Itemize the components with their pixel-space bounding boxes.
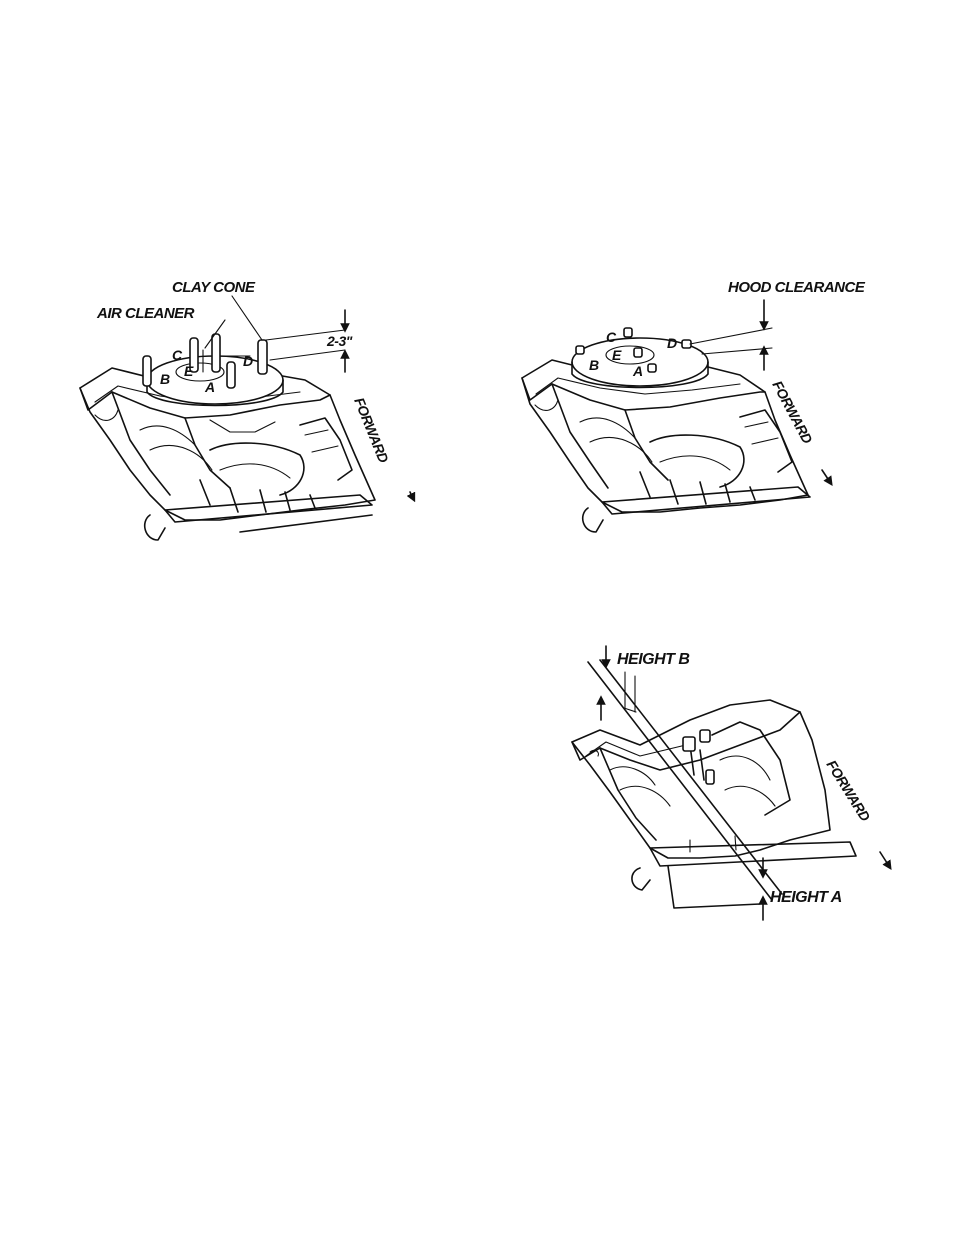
air-cleaner-2 <box>571 337 709 389</box>
engine-block-1 <box>79 364 376 541</box>
label-d-2: D <box>667 335 677 351</box>
clay-cones-1 <box>142 333 268 389</box>
air-cleaner-leader <box>204 319 226 349</box>
label-d-1: D <box>243 353 253 369</box>
rod-b <box>624 671 636 713</box>
height-b-label: HEIGHT B <box>617 651 689 668</box>
height-a-label: HEIGHT A <box>770 889 842 906</box>
label-a-1: A <box>204 379 215 395</box>
engine-block-3 <box>571 699 857 909</box>
forward-arrow-3 <box>879 851 892 871</box>
label-c-1: C <box>172 347 183 363</box>
engine-block-2 <box>521 357 811 533</box>
clay-cone-label: CLAY CONE <box>172 279 256 296</box>
forward-label-2: FORWARD <box>769 378 816 446</box>
label-c-2: C <box>606 329 617 345</box>
forward-label-1: FORWARD <box>351 395 392 465</box>
forward-label-3: FORWARD <box>823 757 873 824</box>
figure-height: HEIGHT B HEIGHT A FORWARD <box>571 645 892 921</box>
clay-cone-leader <box>231 295 263 341</box>
dimension-label: 2-3" <box>326 333 353 349</box>
straight-edge-inner <box>599 659 783 895</box>
forward-arrow-2 <box>821 469 833 486</box>
hood-clearance-label: HOOD CLEARANCE <box>728 279 866 296</box>
figure-clay-cone: CLAY CONE AIR CLEANER 2-3" C E B A D FOR… <box>79 279 416 541</box>
figure-hood-clearance: HOOD CLEARANCE C D E B A FORWARD <box>521 279 866 533</box>
label-e-2: E <box>612 347 622 363</box>
label-e-1: E <box>184 363 194 379</box>
air-cleaner-label: AIR CLEANER <box>96 305 195 322</box>
forward-arrow-1 <box>406 491 416 503</box>
clay-cones-2 <box>575 327 692 373</box>
dimension-lines-1 <box>265 329 346 361</box>
label-b-2: B <box>589 357 599 373</box>
rod-b-end <box>623 707 637 713</box>
label-b-1: B <box>160 371 170 387</box>
hood-clearance-lines <box>689 327 773 355</box>
straight-edge-outer <box>587 661 773 901</box>
label-a-2: A <box>632 363 643 379</box>
